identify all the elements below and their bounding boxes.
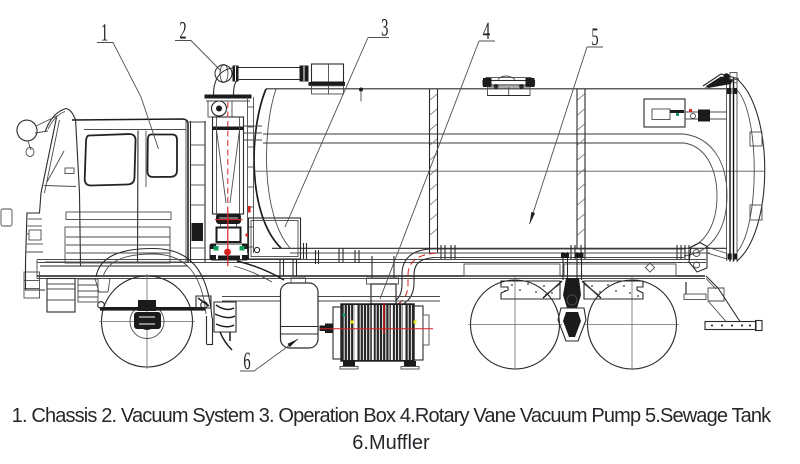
svg-text:2: 2 [179,18,186,45]
svg-text:3: 3 [381,15,388,42]
svg-text:4: 4 [483,18,490,45]
svg-text:5: 5 [591,24,598,51]
svg-text:1: 1 [101,20,108,47]
svg-text:6: 6 [243,348,250,375]
